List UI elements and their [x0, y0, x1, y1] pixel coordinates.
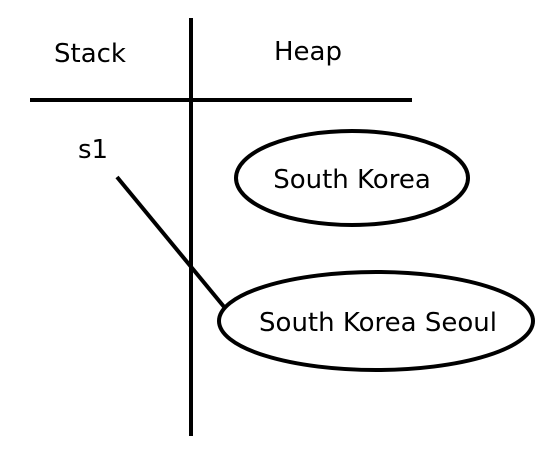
heap-object-south-korea-ellipse — [234, 129, 470, 227]
heap-column-label: Heap — [274, 37, 342, 67]
heap-object-south-korea-label: South Korea — [273, 165, 431, 195]
stack-column-label: Stack — [54, 39, 126, 69]
heap-object-south-korea-seoul-ellipse — [217, 270, 535, 372]
reference-line-s1 — [115, 175, 227, 310]
heap-object-south-korea-seoul-label: South Korea Seoul — [259, 308, 497, 338]
stack-variable-s1: s1 — [78, 135, 108, 165]
